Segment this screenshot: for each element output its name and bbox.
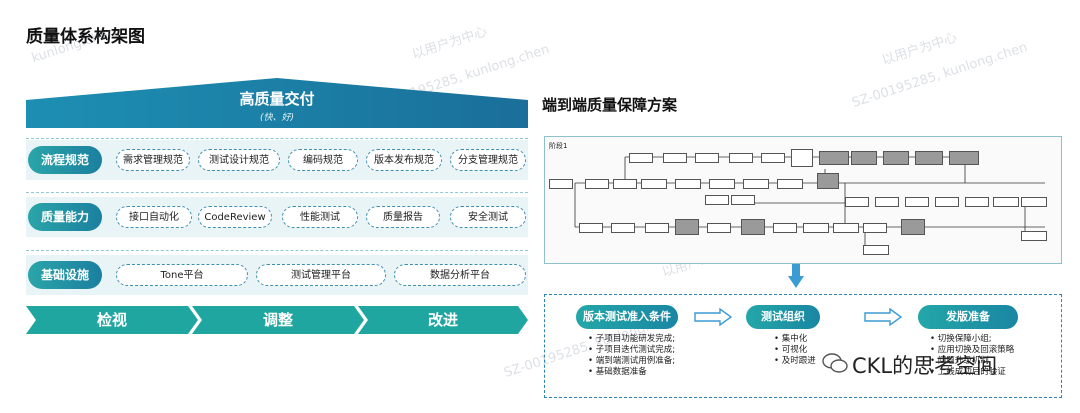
stage-pill: 发版准备 [918,305,1018,329]
stage-bullet: 基础数据准备 [588,367,675,378]
infrastructure-item: Tone平台 [116,264,248,286]
flow-node [663,153,687,163]
flow-node [833,223,859,233]
flow-node [613,179,637,189]
wechat-icon [822,353,848,373]
capability-item: CodeReview [198,206,272,228]
stage-bullet: 可视化 [774,345,816,356]
row-divider [26,138,528,139]
capability-item: 质量报告 [366,206,440,228]
stage-bullets: 切换保障小组; 应用切换及回滚策略 问题升级机制 上线成功后的验证 [930,334,1015,378]
flow-node [901,219,925,235]
flow-node [729,153,753,163]
flow-label: 阶段1 [549,142,568,150]
flow-node [629,153,653,163]
roof-shape [26,78,528,128]
flow-node [645,223,669,233]
watermark: 以用户为中心 [880,30,960,69]
stage-bullet: 子项目功能研发完成; [588,334,675,345]
right-arrow-icon [694,308,732,326]
flow-node [965,197,989,207]
flow-node [611,223,635,233]
flow-node [817,173,839,189]
flow-node [695,153,719,163]
flow-node [709,179,735,189]
flow-node [905,197,929,207]
row-divider [26,250,528,251]
capability-item: 性能测试 [282,206,358,228]
stage-pill: 版本测试准入条件 [576,305,678,329]
row-label-process: 流程规范 [28,146,102,174]
roof-subtitle: (快、好) [259,113,295,123]
process-item: 需求管理规范 [116,149,190,171]
stage-bullet: 切换保障小组; [930,334,1014,345]
flow-node [579,223,603,233]
right-arrow-icon [864,308,902,326]
infrastructure-item: 数据分析平台 [394,264,526,286]
process-item: 版本发布规范 [366,149,442,171]
capability-item: 安全测试 [450,206,526,228]
flow-node [915,151,943,165]
flow-diagram: 阶段1 [544,136,1062,264]
flow-node [791,149,813,167]
flow-node [1021,231,1047,241]
flow-node [641,179,667,189]
flow-node [1021,197,1047,207]
flow-node [773,223,797,233]
stage-bullet: 问题升级机制 [930,356,1014,367]
flow-node [883,151,909,165]
banner-adjust: 调整 [192,306,364,334]
flow-node [935,197,959,207]
banner-review: 检视 [26,306,198,334]
banner-improve: 改进 [358,306,528,334]
stage-pill: 测试组织 [746,305,820,329]
brand-text: CKL的思考空间 [852,354,998,378]
flow-node [761,153,785,163]
stage-bullet: 应用切换及回滚策略 [930,345,1015,356]
stages-panel [544,294,1062,398]
row-label-infrastructure: 基础设施 [28,261,102,289]
flow-node [845,197,869,207]
down-arrow-icon [788,264,804,288]
flow-node [803,223,829,233]
stage-bullet: 集中化 [774,334,816,345]
flow-node [949,151,979,165]
flow-node [863,245,889,255]
stage-bullet: 子项目迭代测试完成; [588,345,675,356]
flow-node [777,179,803,189]
row-divider [26,192,528,193]
row-label-capability: 质量能力 [28,203,102,231]
stage-bullets: 集中化 可视化 及时跟进 [774,334,816,367]
stage-bullets: 子项目功能研发完成; 子项目迭代测试完成; 端到端测试用例准备; 基础数据准备 [588,334,675,378]
flow-node [851,151,877,165]
flow-node [875,197,899,207]
flow-node [819,151,849,165]
roof-title: 高质量交付 [239,90,315,108]
stage-bullet: 上线成功后的验证 [930,367,1014,378]
flow-node [585,179,609,189]
flow-node [675,179,701,189]
process-item: 测试设计规范 [198,149,280,171]
row-capability [26,197,528,237]
flow-node [741,219,765,235]
stage-bullet: 及时跟进 [774,356,816,367]
process-item: 分支管理规范 [450,149,526,171]
flow-node [705,195,729,205]
flow-node [707,223,731,233]
flow-node [675,219,699,235]
flow-node [993,197,1019,207]
watermark: 以用户为中心 [410,24,490,63]
flow-node [743,179,769,189]
flow-node [863,223,887,233]
infrastructure-item: 测试管理平台 [256,264,386,286]
process-item: 编码规范 [288,149,358,171]
flow-node [549,179,573,189]
capability-item: 接口自动化 [116,206,192,228]
stage-bullet: 端到端测试用例准备; [588,356,675,367]
page-title: 质量体系构架图 [26,27,145,47]
section-title: 端到端质量保障方案 [542,96,678,114]
flow-node [731,195,755,205]
